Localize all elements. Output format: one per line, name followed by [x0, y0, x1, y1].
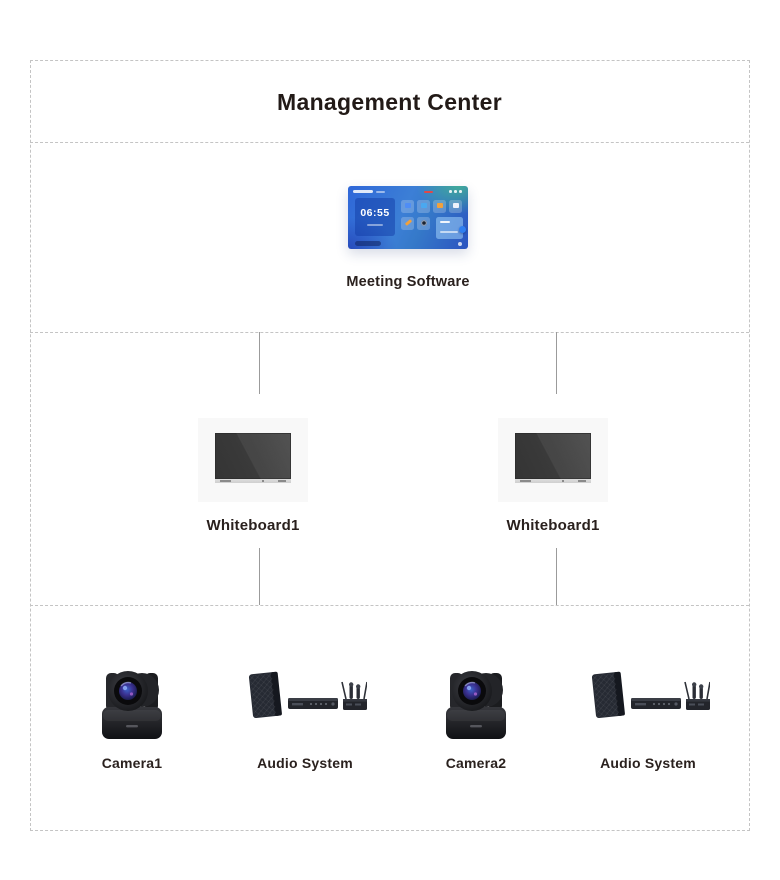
audio-system-label: Audio System	[600, 755, 696, 771]
connector-line	[556, 332, 557, 394]
screen-status-icon	[454, 190, 457, 193]
whiteboard-panel	[215, 433, 291, 483]
screen-alert-text	[424, 191, 433, 193]
meeting-card-text	[440, 221, 450, 223]
connector-line	[259, 548, 260, 605]
screen-action-dot	[459, 226, 466, 233]
camera-app-icon	[420, 220, 427, 226]
app-tile	[433, 200, 446, 213]
screen-settings-icon	[458, 242, 462, 246]
app-tile	[417, 200, 430, 213]
whiteboard-panel	[515, 433, 591, 483]
whiteboard-label: Whiteboard1	[506, 517, 600, 534]
whiteboard-bezel-logo	[562, 480, 564, 482]
section-divider	[30, 605, 749, 606]
whiteboard-screen-sheen	[515, 433, 591, 479]
app-tile-icon	[420, 202, 427, 208]
screen-logo-sub	[376, 190, 385, 193]
whiteboard-screen-sheen	[215, 433, 291, 479]
whiteboard-bezel-logo	[262, 480, 264, 482]
audio-system-icon	[245, 668, 368, 731]
camera1-label: Camera1	[101, 755, 163, 771]
ptz-camera-icon	[86, 661, 178, 748]
meeting-card-text	[440, 231, 458, 233]
meeting-software-label: Meeting Software	[346, 274, 470, 290]
section-divider	[30, 332, 749, 333]
whiteboard-illustration	[498, 418, 608, 502]
whiteboard-screen	[215, 433, 291, 479]
screen-meeting-card	[436, 217, 463, 239]
app-tile-icon	[436, 202, 443, 208]
screen-status-icon	[459, 190, 462, 193]
connector-line	[259, 332, 260, 394]
app-tile-icon	[404, 202, 411, 208]
app-tile	[401, 200, 414, 213]
whiteboard-bezel	[515, 479, 591, 483]
whiteboard-pencil-icon	[404, 219, 412, 226]
camera2-label: Camera2	[445, 755, 507, 771]
app-tile	[417, 217, 430, 230]
screen-status-icon	[449, 190, 452, 193]
screen-clock-time: 06:55	[360, 207, 390, 219]
app-tile	[449, 200, 462, 213]
diagram-outer-border	[30, 60, 750, 831]
app-tile	[401, 217, 414, 230]
screen-logo	[353, 190, 373, 193]
screen-bottom-button	[355, 241, 381, 246]
management-center-title: Management Center	[277, 89, 502, 115]
app-tile-icon	[452, 202, 459, 208]
ptz-camera-icon	[430, 661, 522, 748]
audio-system-label: Audio System	[257, 755, 353, 771]
whiteboard-label: Whiteboard1	[206, 517, 300, 534]
whiteboard-screen	[515, 433, 591, 479]
section-divider	[30, 142, 749, 143]
screen-clock-date	[367, 224, 383, 226]
whiteboard-bezel	[215, 479, 291, 483]
meeting-software-screen-illustration: 06:55	[348, 186, 468, 249]
screen-clock-card: 06:55	[355, 198, 395, 236]
connector-line	[556, 548, 557, 605]
audio-system-icon	[588, 668, 711, 731]
whiteboard-illustration	[198, 418, 308, 502]
